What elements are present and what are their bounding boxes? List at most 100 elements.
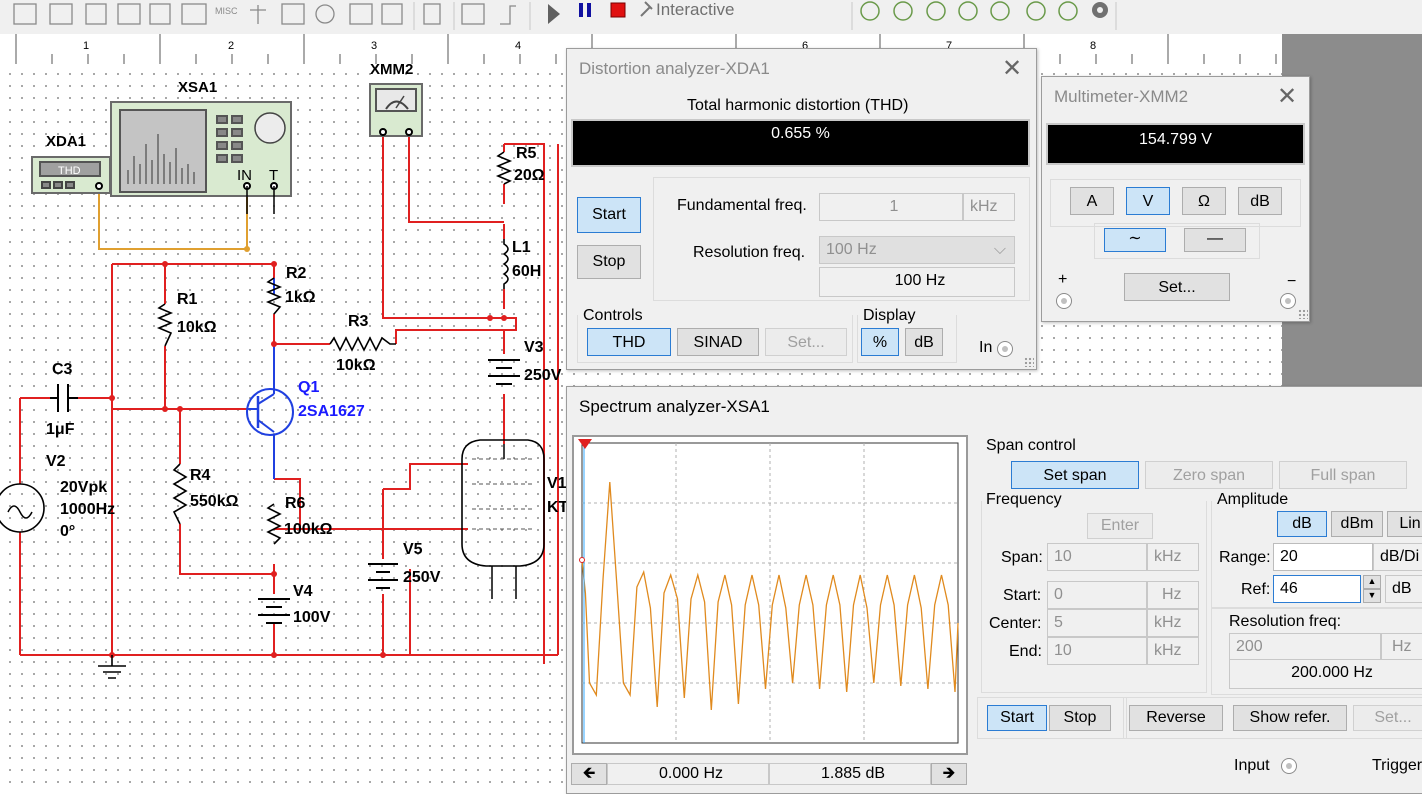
mode-group	[1050, 179, 1301, 227]
v4-name: V4	[293, 583, 313, 600]
start-unit[interactable]: Hz	[1147, 581, 1199, 609]
xsa1-in-pin: IN	[237, 167, 252, 184]
r3-value: 10kΩ	[336, 357, 376, 374]
ruler-tick-8: 8	[1090, 40, 1097, 52]
percent-button[interactable]: %	[861, 328, 899, 356]
center-unit[interactable]: kHz	[1147, 609, 1199, 637]
input-label: Input	[1234, 757, 1270, 774]
c3-value: 1μF	[46, 421, 75, 438]
orange-wire	[98, 186, 248, 250]
cursor-right-button[interactable]: 🡺	[931, 763, 967, 785]
r5-symbol	[495, 151, 513, 185]
cursor-amplitude: 1.885 dB	[769, 763, 931, 785]
resolution-group	[1211, 607, 1422, 695]
instrument-icons	[860, 1, 1078, 21]
multimeter-value: 154.799 V	[1139, 131, 1212, 148]
set-span-button[interactable]: Set span	[1011, 461, 1139, 489]
resize-grip-icon[interactable]	[1024, 357, 1034, 367]
enter-button[interactable]: Enter	[1087, 513, 1153, 539]
end-input[interactable]: 10	[1047, 637, 1147, 665]
multimeter-set-button[interactable]: Set...	[1124, 273, 1230, 301]
display-label: Display	[863, 307, 916, 324]
rf-icon	[349, 3, 373, 25]
spectrum-analyzer-window[interactable]: Spectrum analyzer-XSA1 🡸 0.000 Hz 1.885 …	[566, 386, 1422, 794]
show-reference-button[interactable]: Show refer.	[1233, 705, 1347, 731]
interactive-label[interactable]: Interactive	[656, 0, 735, 19]
xda1-label: XDA1	[46, 133, 86, 150]
close-icon[interactable]: ✕	[1277, 83, 1298, 110]
ohmmeter-button[interactable]: Ω	[1182, 187, 1226, 215]
multimeter-window[interactable]: Multimeter-XMM2 ✕ 154.799 V A V Ω dB ∼ —…	[1041, 76, 1310, 322]
thd-value: 0.655 %	[771, 125, 830, 142]
distortion-analyzer-window[interactable]: Distortion analyzer-XDA1 ✕ Total harmoni…	[566, 48, 1037, 370]
input-terminal[interactable]	[1281, 758, 1297, 774]
range-unit[interactable]: dB/Di	[1373, 543, 1422, 571]
fundamental-freq-input[interactable]: 1	[819, 193, 963, 221]
ref-unit[interactable]: dB	[1385, 575, 1422, 603]
source-icon	[13, 3, 37, 25]
zero-span-button[interactable]: Zero span	[1145, 461, 1273, 489]
display-controls-group	[1123, 697, 1422, 739]
spectrum-plot-frame[interactable]	[572, 435, 968, 755]
toolbar: MISC Interactive	[0, 0, 1422, 35]
stop-button[interactable]: Stop	[1049, 705, 1111, 731]
span-unit[interactable]: kHz	[1147, 543, 1199, 571]
full-span-button[interactable]: Full span	[1279, 461, 1407, 489]
start-input[interactable]: 0	[1047, 581, 1147, 609]
start-button[interactable]: Start	[577, 197, 641, 233]
cursor-left-button[interactable]: 🡸	[571, 763, 607, 785]
ttl-icon	[181, 3, 207, 25]
ref-spin-up-icon[interactable]: ▲	[1363, 575, 1381, 589]
thd-button[interactable]: THD	[587, 328, 671, 356]
dc-button[interactable]: —	[1184, 228, 1246, 252]
basic-icon	[49, 3, 73, 25]
resolution-freq-select[interactable]: 100 Hz ⌵	[819, 236, 1015, 264]
v2-phase: 0°	[60, 523, 75, 540]
r6-name: R6	[285, 495, 306, 512]
amplitude-dbm-button[interactable]: dBm	[1331, 511, 1383, 537]
l1-symbol	[502, 239, 509, 289]
in-terminal[interactable]	[997, 341, 1013, 357]
schematic[interactable]: XSA1 XDA1 THD XMM2 IN T R5 20Ω L1 60H R2…	[0, 64, 1282, 788]
span-input[interactable]: 10	[1047, 543, 1147, 571]
ac-button[interactable]: ∼	[1104, 228, 1166, 252]
fundamental-freq-unit[interactable]: kHz	[963, 193, 1015, 221]
r4-value: 550kΩ	[190, 493, 239, 510]
close-icon[interactable]: ✕	[1002, 55, 1023, 82]
analog-icon	[149, 3, 171, 25]
v1-name: V1	[547, 475, 567, 492]
sinad-button[interactable]: SINAD	[677, 328, 759, 356]
r4-name: R4	[190, 467, 211, 484]
resolution-freq-unit[interactable]: Hz	[1381, 633, 1422, 661]
reverse-button[interactable]: Reverse	[1129, 705, 1223, 731]
ammeter-button[interactable]: A	[1070, 187, 1114, 215]
thd-display: 0.655 %	[571, 119, 1030, 167]
r3-symbol	[329, 336, 396, 352]
db-button[interactable]: dB	[905, 328, 943, 356]
stop-button[interactable]: Stop	[577, 245, 641, 279]
range-input[interactable]: 20	[1273, 543, 1373, 571]
span-control-label: Span control	[986, 437, 1076, 454]
ref-spin-down-icon[interactable]: ▼	[1363, 589, 1381, 603]
resolution-freq-input[interactable]: 200	[1229, 633, 1381, 661]
amplitude-lin-button[interactable]: Lin	[1387, 511, 1422, 537]
decibel-button[interactable]: dB	[1238, 187, 1282, 215]
signal-group	[1094, 223, 1260, 259]
spectrum-set-button[interactable]: Set...	[1353, 705, 1422, 731]
amplitude-db-button[interactable]: dB	[1277, 511, 1327, 537]
stop-icon	[610, 2, 626, 18]
set-button[interactable]: Set...	[765, 328, 847, 356]
minus-terminal[interactable]	[1280, 293, 1296, 309]
center-input[interactable]: 5	[1047, 609, 1147, 637]
resize-grip-icon[interactable]	[1298, 309, 1308, 319]
end-unit[interactable]: kHz	[1147, 637, 1199, 665]
voltmeter-button[interactable]: V	[1126, 187, 1170, 215]
spectrum-title: Spectrum analyzer-XSA1	[579, 397, 770, 416]
amplitude-group	[1211, 501, 1422, 609]
q1-name: Q1	[298, 379, 319, 396]
ref-input[interactable]: 46	[1273, 575, 1361, 603]
spectrum-plot[interactable]	[574, 437, 966, 753]
c3-name: C3	[52, 361, 73, 378]
start-button[interactable]: Start	[987, 705, 1047, 731]
plus-terminal[interactable]	[1056, 293, 1072, 309]
